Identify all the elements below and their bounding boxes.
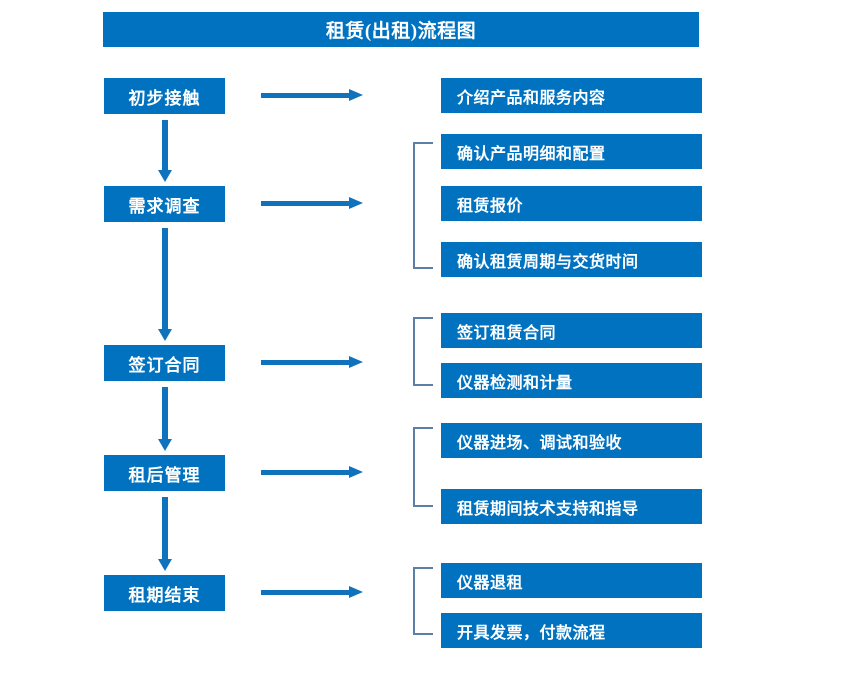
right-arrow-icon-3 <box>261 354 365 372</box>
detail-box-2[interactable]: 确认产品明细和配置 <box>441 134 702 169</box>
detail-box-1[interactable]: 介绍产品和服务内容 <box>441 78 702 113</box>
page-title: 租赁(出租)流程图 <box>103 12 699 47</box>
detail-box-8[interactable]: 租赁期间技术支持和指导 <box>441 489 702 524</box>
group-bracket-3 <box>413 427 433 507</box>
detail-box-4[interactable]: 确认租赁周期与交货时间 <box>441 242 702 277</box>
down-arrow-icon-4 <box>157 497 173 571</box>
right-arrow-icon-4 <box>261 464 365 482</box>
stage-box-1[interactable]: 初步接触 <box>104 78 225 114</box>
detail-box-7[interactable]: 仪器进场、调试和验收 <box>441 423 702 458</box>
group-bracket-2 <box>413 317 433 386</box>
stage-box-4[interactable]: 租后管理 <box>104 455 225 491</box>
right-arrow-icon-1 <box>261 87 365 105</box>
down-arrow-icon-1 <box>157 120 173 182</box>
detail-box-3[interactable]: 租赁报价 <box>441 186 702 221</box>
down-arrow-icon-3 <box>157 387 173 451</box>
down-arrow-icon-2 <box>157 228 173 341</box>
stage-box-3[interactable]: 签订合同 <box>104 345 225 381</box>
detail-box-6[interactable]: 仪器检测和计量 <box>441 363 702 398</box>
group-bracket-4 <box>413 567 433 635</box>
detail-box-5[interactable]: 签订租赁合同 <box>441 313 702 348</box>
right-arrow-icon-2 <box>261 195 365 213</box>
group-bracket-1 <box>413 142 433 269</box>
right-arrow-icon-5 <box>261 584 365 602</box>
detail-box-10[interactable]: 开具发票，付款流程 <box>441 613 702 648</box>
stage-box-5[interactable]: 租期结束 <box>104 575 225 611</box>
stage-box-2[interactable]: 需求调查 <box>104 186 225 222</box>
detail-box-9[interactable]: 仪器退租 <box>441 563 702 598</box>
